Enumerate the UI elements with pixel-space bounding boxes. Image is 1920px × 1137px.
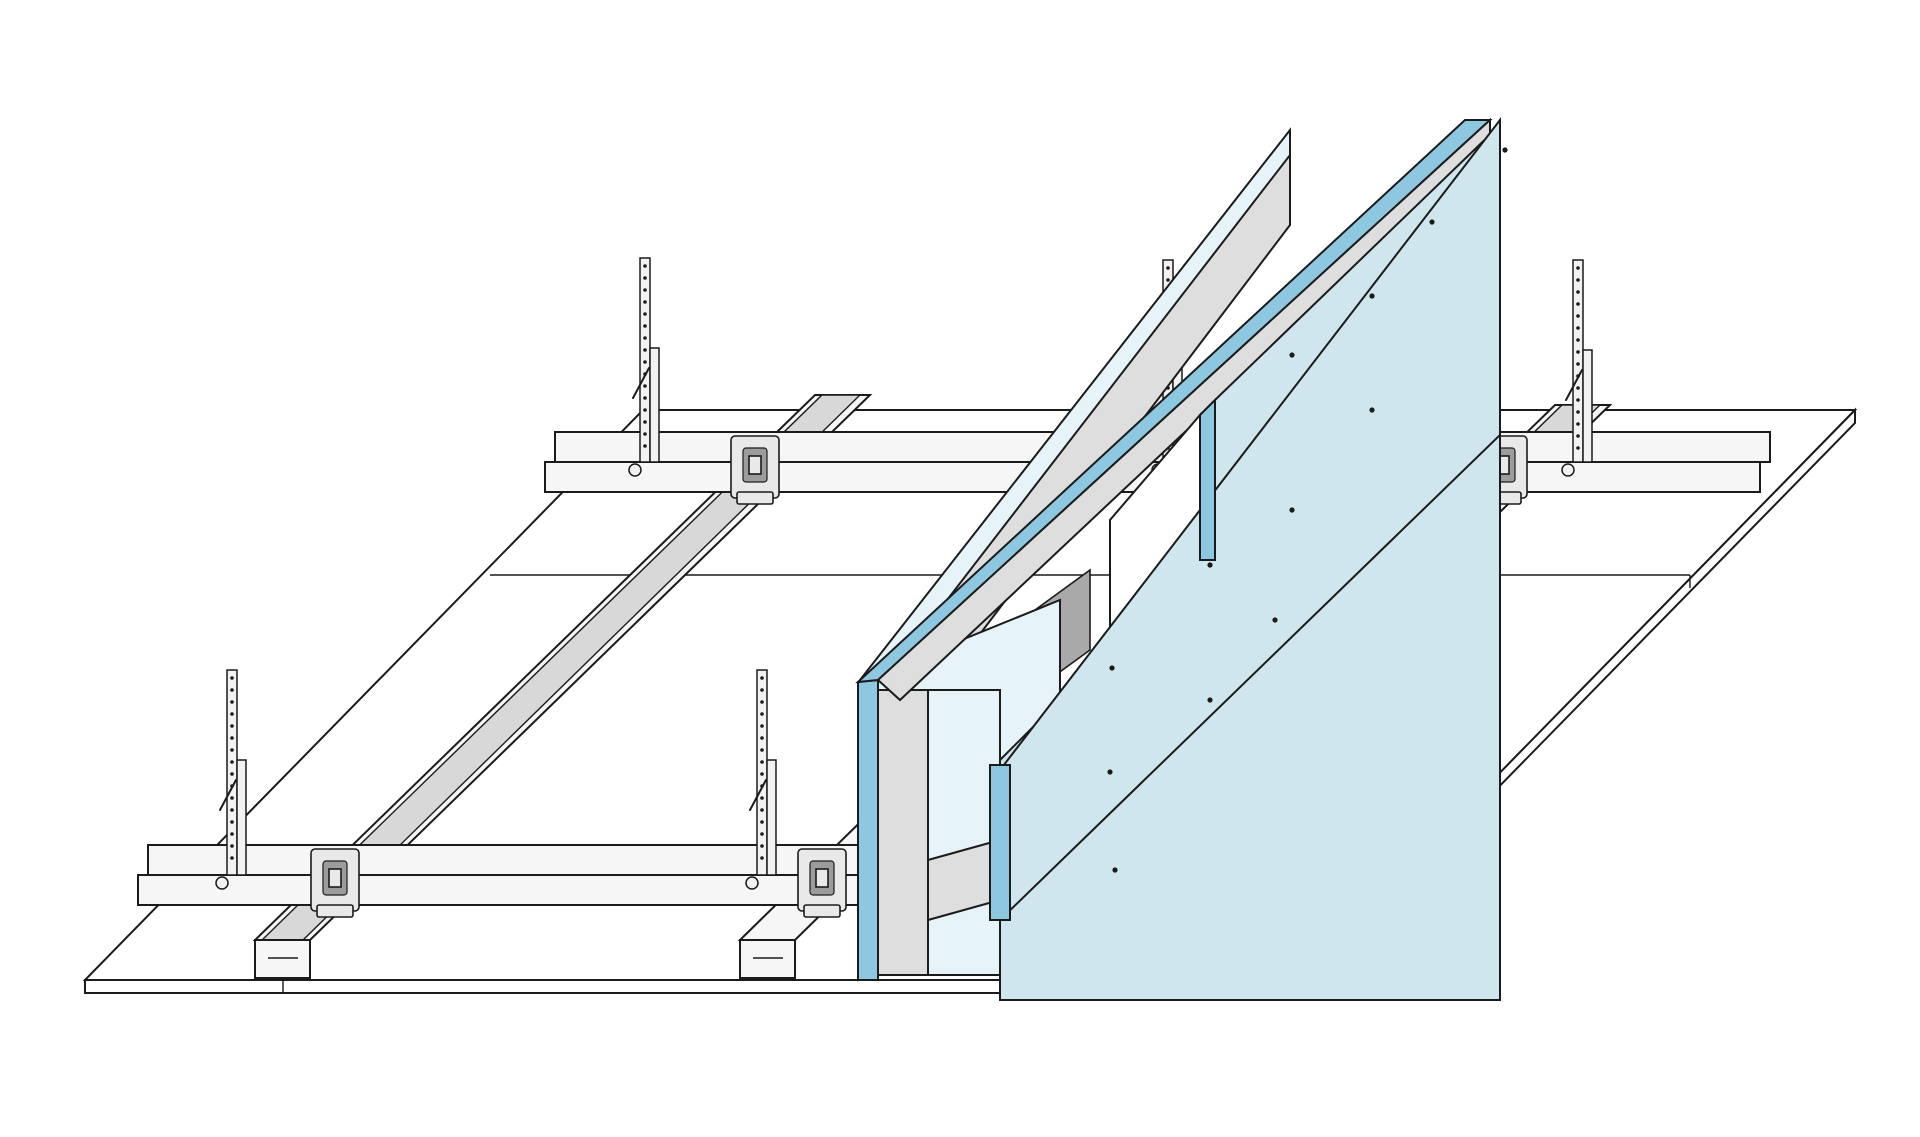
channel-clip <box>730 435 780 505</box>
board-screws <box>1107 147 1508 873</box>
furring-channel-left <box>252 394 873 979</box>
adjustable-hanger <box>1561 259 1593 477</box>
adjustable-hanger <box>628 257 660 477</box>
channel-clip <box>797 848 847 918</box>
adjustable-hanger <box>745 669 777 890</box>
adjustable-hanger <box>215 669 247 890</box>
channel-clip <box>310 848 360 918</box>
partition-wall <box>855 117 1501 1001</box>
